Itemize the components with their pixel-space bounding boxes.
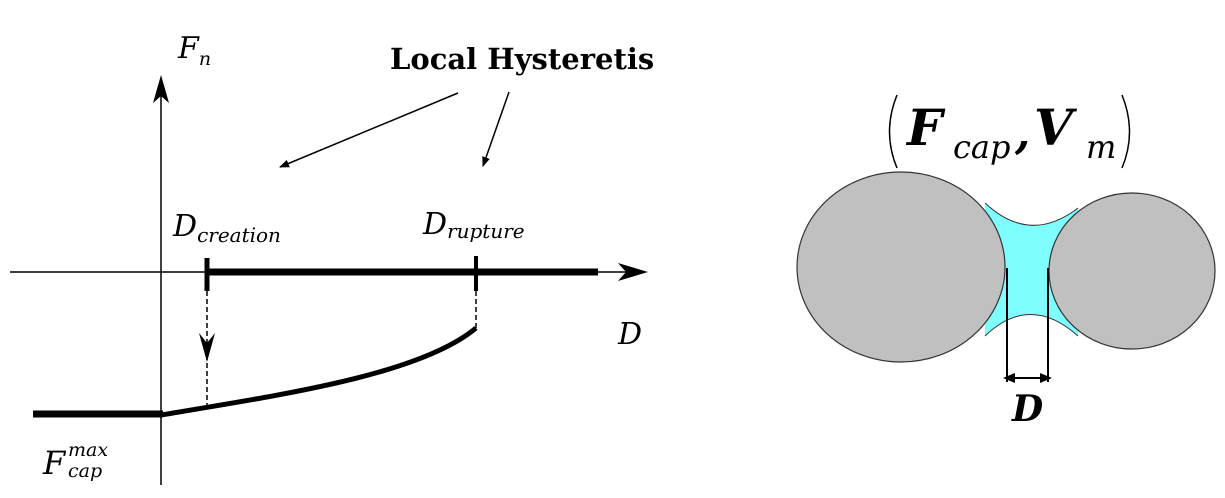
annotation-arrow-creation [279,92,459,168]
d-axis-label: D [617,317,642,352]
liquid-bridge-diagram: D F cap , V m [796,94,1216,430]
svg-text:F: F [42,444,67,482]
d-creation-label: Dcreation [172,209,281,247]
y-axis-arrowhead [153,75,169,103]
svg-text:max: max [68,439,108,461]
local-hysteresis-title: Local Hysteretis [390,42,654,76]
meniscus-top [984,202,1079,226]
liquid-bridge [985,203,1078,336]
x-axis-arrowhead [618,263,648,281]
svg-text:,: , [1014,108,1030,159]
meniscus-bottom [984,314,1079,337]
capillary-formula: F cap , V m [888,94,1131,169]
svg-text:cap: cap [953,128,1010,166]
annotation-arrow-rupture [482,91,510,167]
svg-text:F: F [905,98,946,157]
svg-text:V: V [1034,98,1078,157]
d-rupture-label: Drupture [422,207,525,243]
left-paren [888,94,898,169]
svg-text:m: m [1086,128,1116,166]
creation-drop-arrowhead [199,333,215,362]
right-particle [1048,192,1216,350]
fcap-max-label: F max cap [42,439,108,482]
fn-axis-label: Fn [177,31,211,70]
gap-label: D [1011,388,1043,430]
svg-text:cap: cap [68,460,102,482]
capillary-force-curve [160,326,478,418]
hysteresis-plot: Local Hysteretis Fn D Dcreation Drupture… [10,31,654,485]
left-particle [796,171,1006,363]
right-paren [1121,94,1131,169]
